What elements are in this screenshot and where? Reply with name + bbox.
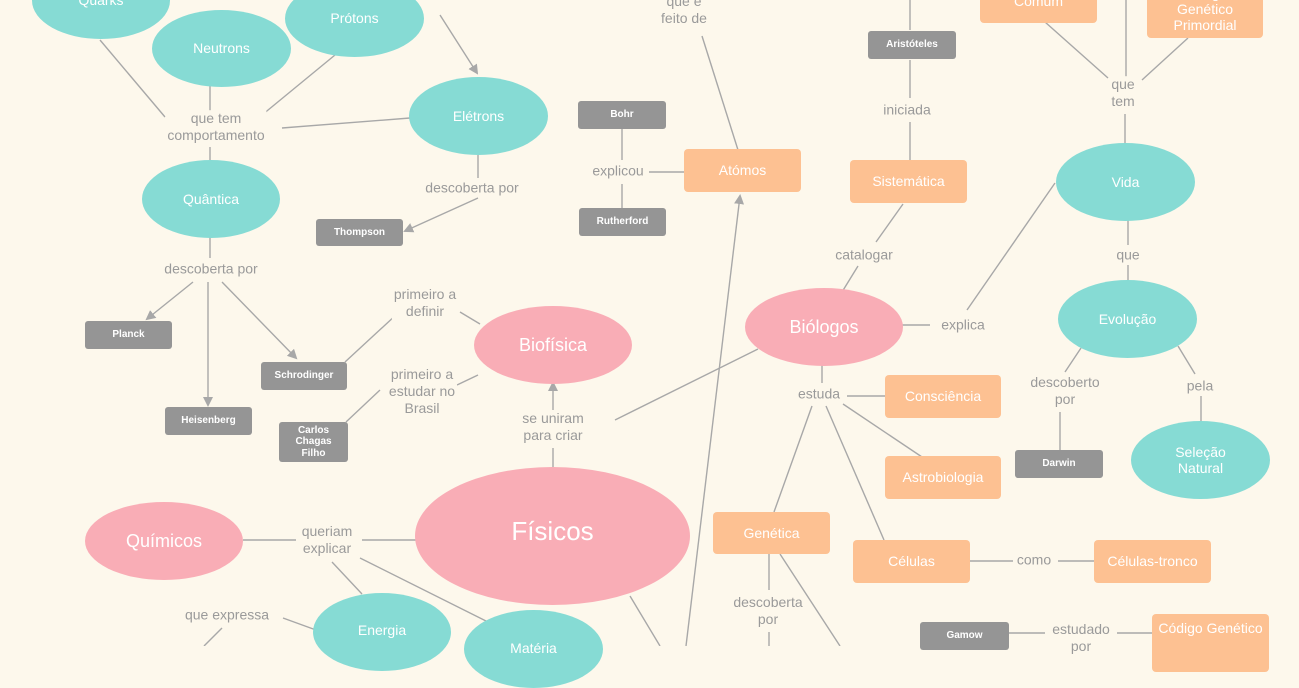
rutherford-node: Rutherford bbox=[579, 208, 666, 236]
label-estudado-por: estudado por bbox=[1050, 621, 1112, 655]
thompson-node: Thompson bbox=[316, 219, 403, 246]
astrobiologia-node: Astrobiologia bbox=[885, 456, 1001, 499]
biologos-node: Biólogos bbox=[745, 288, 903, 366]
sistematica-node: Sistemática bbox=[850, 160, 967, 203]
label-descoberta-por-eletrons: descoberta por bbox=[423, 179, 521, 197]
aristoteles-node: Aristóteles bbox=[868, 31, 956, 59]
carlos-chagas-node: Carlos Chagas Filho bbox=[279, 422, 348, 462]
label-estuda: estuda bbox=[795, 385, 843, 403]
codigo-genetico-node: Código Genético bbox=[1152, 614, 1269, 672]
label-se-uniram: se uniram para criar bbox=[520, 410, 586, 444]
vida-node: Vida bbox=[1056, 143, 1195, 221]
label-queriam-explicar: queriam explicar bbox=[299, 523, 355, 557]
label-que-expressa: que expressa bbox=[182, 606, 272, 624]
planck-node: Planck bbox=[85, 321, 172, 349]
label-pela: pela bbox=[1184, 377, 1216, 395]
label-descoberto-por: descoberto por bbox=[1028, 374, 1102, 408]
quantica-node: Quântica bbox=[142, 160, 280, 238]
selecao-natural-node: Seleção Natural bbox=[1131, 421, 1270, 499]
gamow-node: Gamow bbox=[920, 622, 1009, 650]
label-descoberta-por-genetica: descoberta por bbox=[731, 594, 805, 628]
comum-node: Comum bbox=[980, 0, 1097, 23]
heisenberg-node: Heisenberg bbox=[165, 407, 252, 435]
label-que-tem-comportamento: que tem comportamento bbox=[165, 110, 267, 144]
atomos-node: Atómos bbox=[684, 149, 801, 192]
celulas-node: Células bbox=[853, 540, 970, 583]
materia-node: Matéria bbox=[464, 610, 603, 688]
label-descoberta-por-quantica: descoberta por bbox=[162, 260, 260, 278]
label-primeiro-estudar: primeiro a estudar no Brasil bbox=[386, 365, 458, 417]
energia-node: Energia bbox=[313, 593, 451, 671]
label-que-tem-vida: que tem bbox=[1109, 76, 1137, 110]
codigo-primordial-node: Código Genético Primordial bbox=[1147, 0, 1263, 38]
label-explicou: explicou bbox=[590, 162, 646, 180]
label-iniciada: iniciada bbox=[881, 101, 933, 119]
evolucao-node: Evolução bbox=[1058, 280, 1197, 358]
eletrons-node: Elétrons bbox=[409, 77, 548, 155]
connector-lines bbox=[99, 0, 1202, 646]
fisicos-node: Físicos bbox=[415, 467, 690, 605]
celulas-tronco-node: Células-tronco bbox=[1094, 540, 1211, 583]
biofisica-node: Biofísica bbox=[474, 306, 632, 384]
label-explica: explica bbox=[939, 316, 987, 334]
consciencia-node: Consciência bbox=[885, 375, 1001, 418]
darwin-node: Darwin bbox=[1015, 450, 1103, 478]
neutrons-node: Neutrons bbox=[152, 10, 291, 87]
label-catalogar: catalogar bbox=[833, 246, 895, 264]
label-primeiro-definir: primeiro a definir bbox=[391, 286, 459, 320]
genetica-node: Genética bbox=[713, 512, 830, 554]
label-que-e-feito-de: que é feito de bbox=[659, 0, 709, 27]
quimicos-node: Químicos bbox=[85, 502, 243, 580]
label-como: como bbox=[1014, 551, 1054, 569]
bohr-node: Bohr bbox=[578, 101, 666, 129]
schrodinger-node: Schrodinger bbox=[261, 362, 347, 390]
label-que-vida: que bbox=[1114, 246, 1142, 264]
